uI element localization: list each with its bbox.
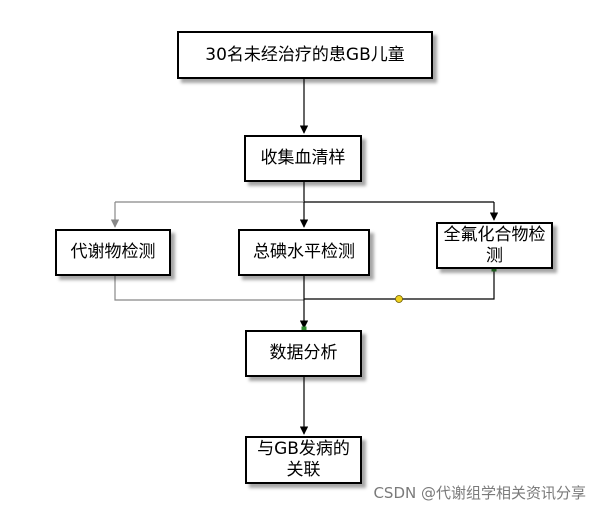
connector-handle-green-pfc[interactable] <box>491 266 497 272</box>
node-pfc[interactable]: 全氟化合物检测 <box>436 222 553 269</box>
node-start[interactable]: 30名未经治疗的患GB儿童 <box>177 31 433 79</box>
watermark: CSDN @代谢组学相关资讯分享 <box>373 484 586 502</box>
connector-handle-green-analysis[interactable] <box>301 326 307 332</box>
node-association[interactable]: 与GB发病的关联 <box>245 436 362 484</box>
node-collect[interactable]: 收集血清样 <box>244 135 362 182</box>
node-iodine[interactable]: 总碘水平检测 <box>238 229 370 276</box>
node-pfc-label: 全氟化合物检测 <box>443 224 546 266</box>
connector-handle-yellow[interactable] <box>395 295 403 303</box>
node-association-label: 与GB发病的关联 <box>257 439 350 480</box>
connector-pfc-merge <box>304 269 495 300</box>
node-iodine-label: 总碘水平检测 <box>253 242 355 262</box>
node-analysis[interactable]: 数据分析 <box>245 330 362 377</box>
node-start-label: 30名未经治疗的患GB儿童 <box>205 44 405 65</box>
node-metabolite[interactable]: 代谢物检测 <box>55 229 171 276</box>
node-metabolite-label: 代谢物检测 <box>70 242 156 262</box>
node-analysis-label: 数据分析 <box>269 343 338 363</box>
node-collect-label: 收集血清样 <box>260 148 346 168</box>
connector-metabolite-merge <box>114 276 304 301</box>
